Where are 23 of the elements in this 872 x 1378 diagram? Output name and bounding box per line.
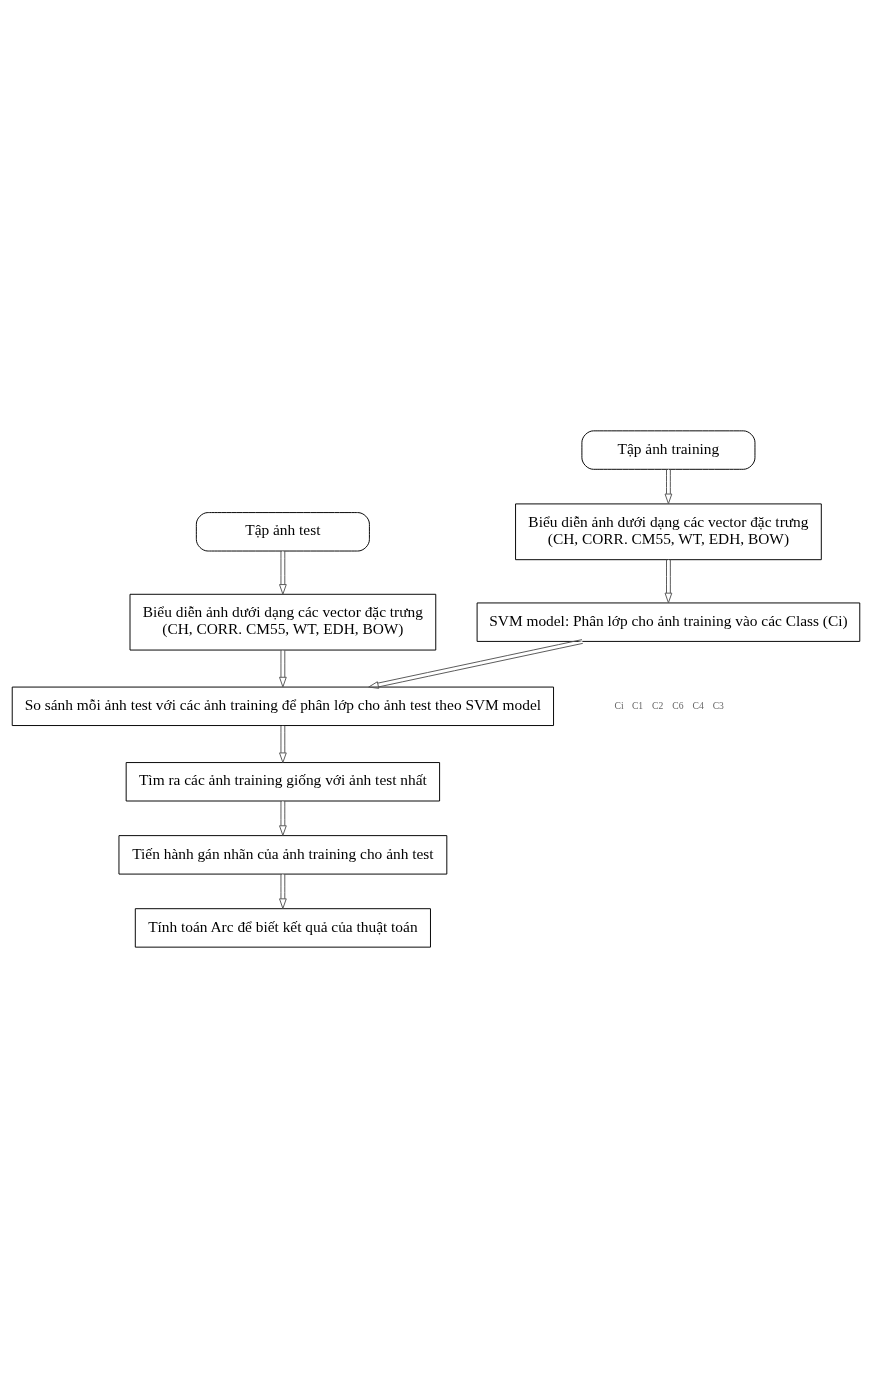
label: C1 <box>631 700 644 712</box>
label: C6 <box>672 700 684 712</box>
label: Ci <box>614 700 624 712</box>
arrow <box>279 873 287 909</box>
arrow <box>664 559 673 604</box>
node-box: So sánh mỗi ảnh test với các ảnh training để phân lớp cho ảnh test theo SVM model <box>11 686 554 726</box>
node-box: Tính toán Arc để biết kết quả của thuật toán <box>134 908 431 948</box>
label: C3 <box>712 700 724 712</box>
arrow <box>664 469 673 505</box>
node-box: Tìm ra các ảnh training giống với ảnh test nhất <box>125 762 441 802</box>
node-box: Tập ảnh test <box>195 512 370 552</box>
node-box: Tiến hành gán nhãn của ảnh training cho ảnh test <box>118 835 448 875</box>
node-box: Tập ảnh training <box>581 430 756 470</box>
arrow <box>279 800 287 836</box>
arrow <box>279 550 287 595</box>
node-box: SVM model: Phân lớp cho ảnh training vào các Class (Ci) <box>476 602 861 642</box>
node-box: Biểu diễn ảnh dưới dạng các vector đặc trưng (CH, CORR. CM55, WT, EDH, BOW) <box>129 593 437 651</box>
node-box: Biểu diễn ảnh dưới dạng các vector đặc trưng (CH, CORR. CM55, WT, EDH, BOW) <box>515 503 822 561</box>
arrow <box>279 725 287 763</box>
label: C4 <box>692 700 704 712</box>
arrow <box>279 650 287 688</box>
arrow <box>368 639 584 689</box>
label: C2 <box>652 700 664 712</box>
